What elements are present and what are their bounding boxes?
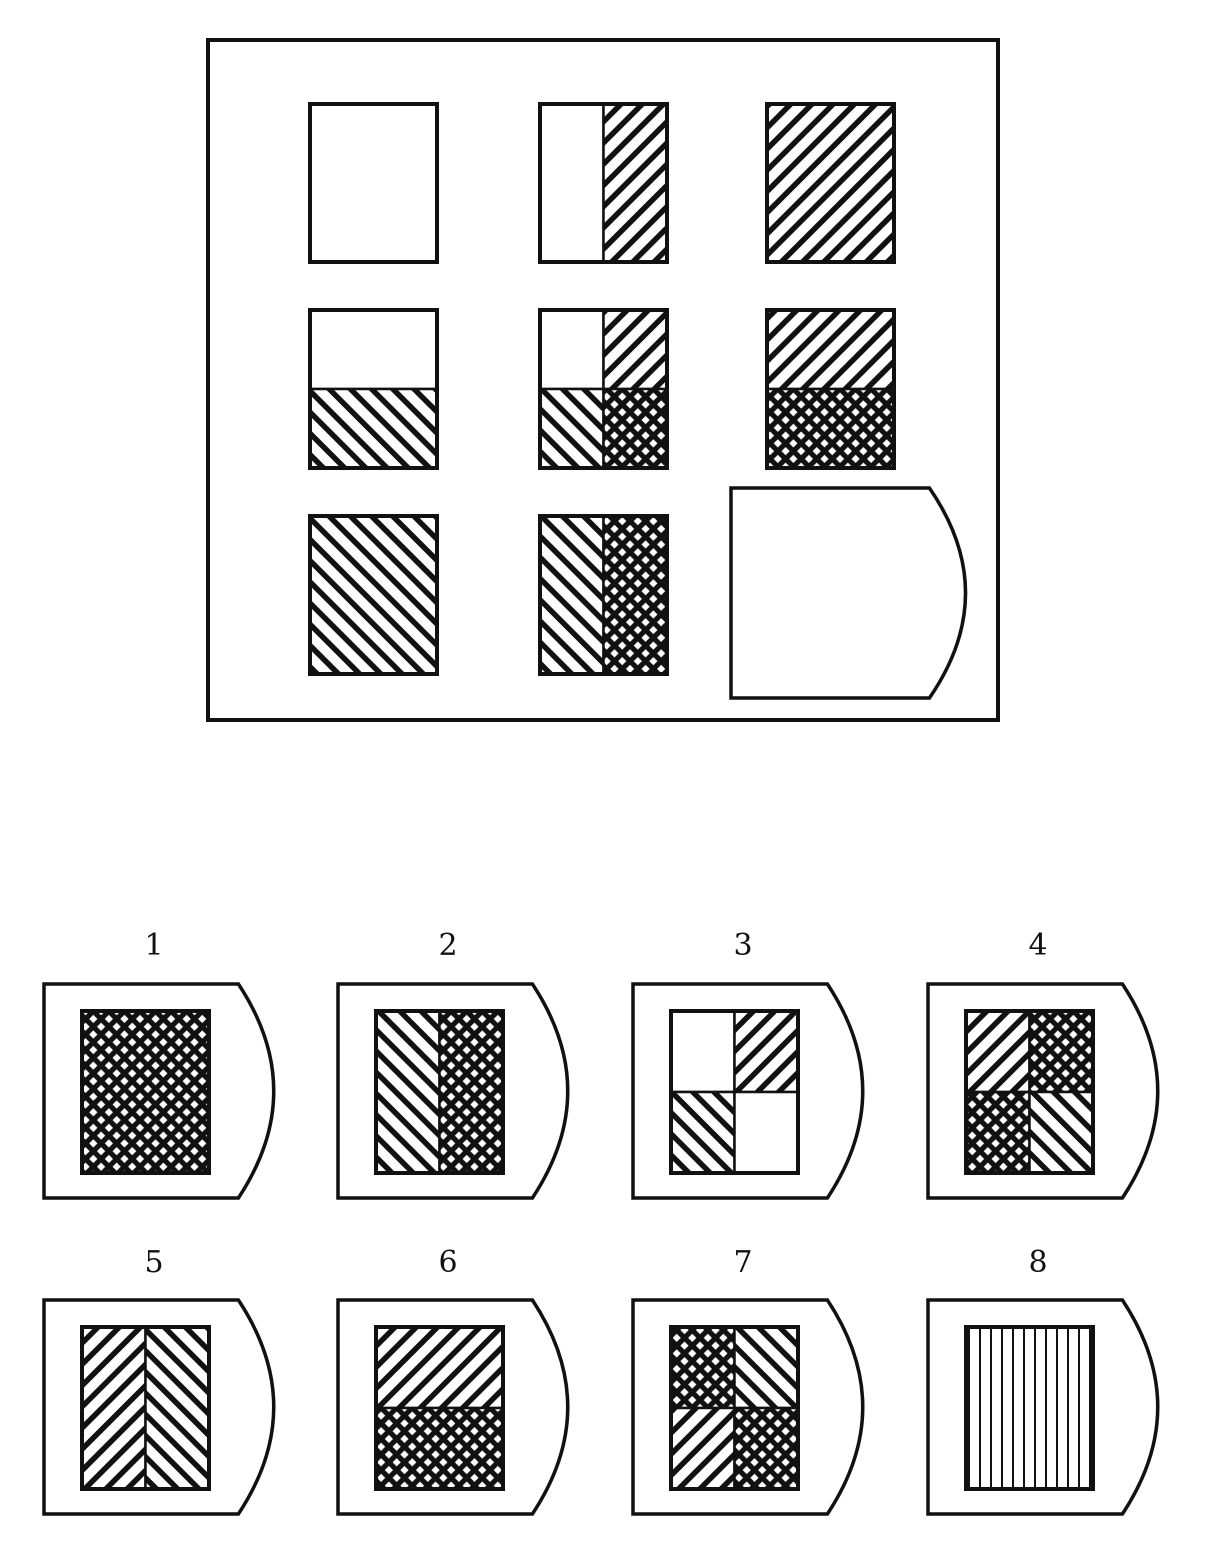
matrix-r1-c1-cell-1-blank xyxy=(308,102,439,264)
matrix-figure-r3-c3 xyxy=(729,486,968,700)
matrix-r3-c2-cell-1-diag-nw xyxy=(538,514,605,676)
matrix-r1-c3-outline xyxy=(765,102,896,264)
matrix-panel xyxy=(206,38,1000,722)
option-5-cell-1-diag-ne xyxy=(80,1325,147,1491)
matrix-r2-c1-cell-1-blank xyxy=(308,308,439,391)
matrix-r2-c2-cell-1-blank xyxy=(538,308,605,391)
option-4-cell-2-cross xyxy=(1028,1009,1095,1094)
option-1-cell-1-cross xyxy=(80,1009,211,1175)
matrix-r2-c1-outline xyxy=(308,308,439,470)
option-5[interactable]: 5 xyxy=(42,1245,276,1516)
option-3-cell-2-diag-ne xyxy=(733,1009,800,1094)
matrix-figure-r1-c1 xyxy=(308,102,439,264)
matrix-r2-c2-cell-2-diag-ne xyxy=(602,308,669,391)
matrix-figure-r2-c3 xyxy=(765,308,896,470)
option-4-cell-3-cross xyxy=(964,1090,1031,1175)
option-3[interactable]: 3 xyxy=(631,928,865,1200)
option-3-cell-3-diag-nw xyxy=(669,1090,736,1175)
matrix-r3-c2-outline xyxy=(538,514,669,676)
matrix-r2-c3-outline xyxy=(765,308,896,470)
option-4-cell-4-diag-nw xyxy=(1028,1090,1095,1175)
matrix-r2-c2-cell-3-diag-nw xyxy=(538,387,605,470)
matrix-r3-c1-cell-1-diag-nw xyxy=(308,514,439,676)
matrix-figure-r3-c2 xyxy=(538,514,669,676)
option-7-cell-4-cross xyxy=(733,1406,800,1491)
option-4[interactable]: 4 xyxy=(926,928,1160,1200)
option-2-outline xyxy=(374,1009,505,1175)
option-8-cell-1-vertical xyxy=(964,1325,1095,1491)
matrix-r1-c2-outline xyxy=(538,102,669,264)
option-6-label: 6 xyxy=(438,1245,457,1280)
option-1[interactable]: 1 xyxy=(42,928,276,1200)
option-1-label: 1 xyxy=(144,928,163,963)
matrix-r1-c3-cell-1-diag-ne xyxy=(765,102,896,264)
option-7-label: 7 xyxy=(733,1245,752,1280)
answer-options: 1 2 3 4 5 6 7 8 xyxy=(42,928,1160,1516)
option-5-cell-2-diag-nw xyxy=(144,1325,211,1491)
matrix-figure-r2-c1 xyxy=(308,308,439,470)
missing-answer-slot xyxy=(729,486,968,700)
matrix-r1-c2-cell-2-diag-ne xyxy=(602,102,669,264)
option-7-cell-1-cross xyxy=(669,1325,736,1410)
matrix-r1-c2-cell-1-blank xyxy=(538,102,605,264)
option-7[interactable]: 7 xyxy=(631,1245,865,1516)
matrix-figure-r3-c1 xyxy=(308,514,439,676)
option-1-outline xyxy=(80,1009,211,1175)
option-8-outline xyxy=(964,1325,1095,1491)
option-6-cell-2-cross xyxy=(374,1406,505,1491)
matrix-r1-c1-outline xyxy=(308,102,439,264)
option-7-cell-3-diag-ne xyxy=(669,1406,736,1491)
option-2-label: 2 xyxy=(438,928,457,963)
matrix-r3-c1-outline xyxy=(308,514,439,676)
matrix-r2-c1-cell-2-diag-nw xyxy=(308,387,439,470)
option-2-cell-2-cross xyxy=(438,1009,505,1175)
matrix-r3-c2-cell-2-cross xyxy=(602,514,669,676)
matrix-figure-r2-c2 xyxy=(538,308,669,470)
matrix-r2-c3-cell-2-cross xyxy=(765,387,896,470)
option-8[interactable]: 8 xyxy=(926,1245,1160,1516)
option-3-cell-1-blank xyxy=(669,1009,736,1094)
option-4-outline xyxy=(964,1009,1095,1175)
option-4-label: 4 xyxy=(1028,928,1047,963)
matrix-r2-c2-outline xyxy=(538,308,669,470)
option-5-label: 5 xyxy=(144,1245,163,1280)
option-7-cell-2-diag-nw xyxy=(733,1325,800,1410)
matrix-figure-r1-c2 xyxy=(538,102,669,264)
option-6-cell-1-diag-ne xyxy=(374,1325,505,1410)
option-3-label: 3 xyxy=(733,928,752,963)
option-6-outline xyxy=(374,1325,505,1491)
option-5-outline xyxy=(80,1325,211,1491)
option-3-outline xyxy=(669,1009,800,1175)
matrix-cells xyxy=(308,102,968,700)
matrix-figure-r1-c3 xyxy=(765,102,896,264)
option-2-cell-1-diag-nw xyxy=(374,1009,441,1175)
option-3-cell-4-blank xyxy=(733,1090,800,1175)
option-8-label: 8 xyxy=(1028,1245,1047,1280)
option-7-outline xyxy=(669,1325,800,1491)
matrix-r2-c2-cell-4-cross xyxy=(602,387,669,470)
option-2[interactable]: 2 xyxy=(336,928,570,1200)
matrix-r2-c3-cell-1-diag-ne xyxy=(765,308,896,391)
option-4-cell-1-diag-ne xyxy=(964,1009,1031,1094)
option-6[interactable]: 6 xyxy=(336,1245,570,1516)
